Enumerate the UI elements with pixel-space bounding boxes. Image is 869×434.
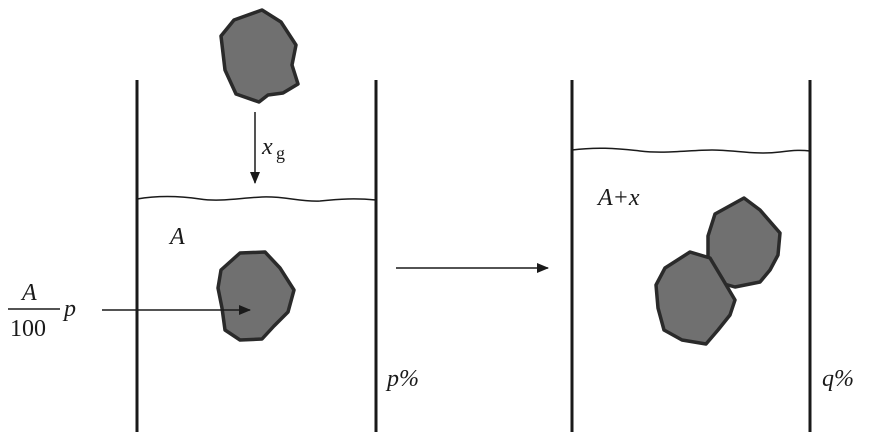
falling-unit-label: g <box>276 143 285 163</box>
solute-fraction-factor: p <box>62 296 76 322</box>
solute-fraction-numerator: A <box>20 280 37 306</box>
dissolving-rock <box>216 250 296 342</box>
right-container <box>570 80 812 432</box>
submerged-rock-lower <box>654 250 737 346</box>
right-water-surface <box>571 147 811 154</box>
falling-rock <box>219 8 300 104</box>
solute-fraction-denominator: 100 <box>10 316 46 342</box>
left-volume-label: A <box>168 224 185 250</box>
right-volume-label: A+x <box>596 185 640 211</box>
right-concentration-label: q% <box>822 366 854 392</box>
falling-amount-label: x <box>261 134 273 160</box>
left-concentration-label: p% <box>385 366 419 392</box>
left-container <box>135 80 378 432</box>
left-water-surface <box>136 195 377 202</box>
